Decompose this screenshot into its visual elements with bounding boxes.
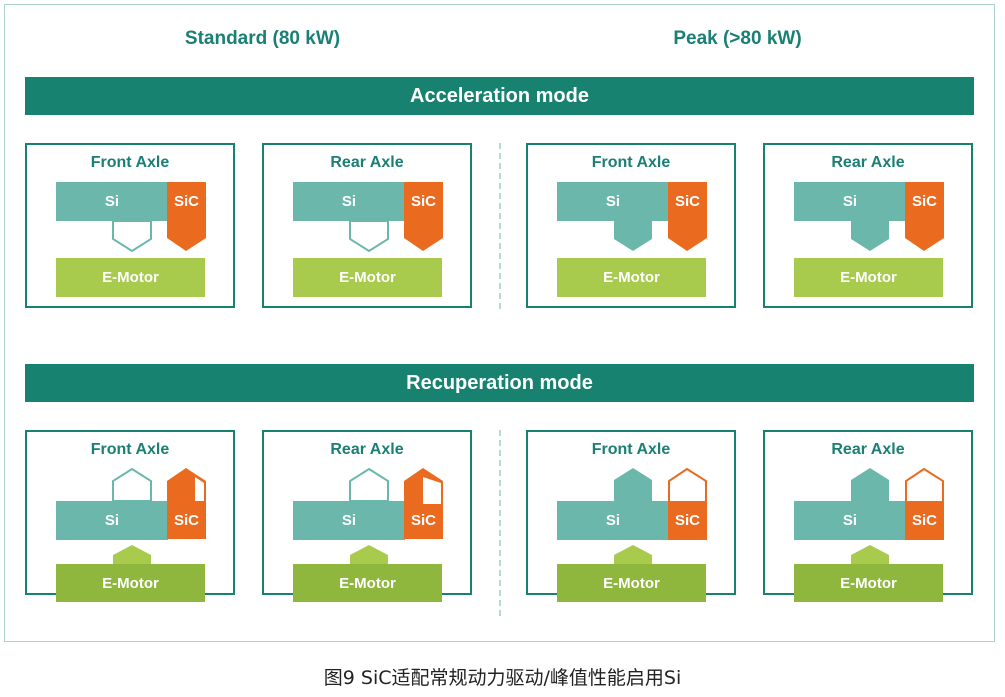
sic-power-icon (167, 468, 206, 539)
axle-label: Rear Axle (831, 441, 905, 458)
peak-header: Peak (>80 kW) (673, 28, 802, 49)
sic-label: SiC (674, 193, 700, 210)
sic-power-icon (404, 182, 443, 251)
si-power-icon (614, 468, 652, 502)
sic-label: SiC (911, 193, 937, 210)
si-block: Si (794, 501, 906, 540)
sic-label: SiC (410, 193, 436, 210)
recuperation-standard-rear-axle-panel: Rear Axle Si SiC E-Motor (262, 430, 472, 602)
acceleration-peak-front-axle-panel: Front Axle Si SiC E-Motor (526, 143, 736, 308)
si-block: Si (293, 182, 405, 221)
axle-label: Front Axle (591, 441, 671, 458)
diagram-frame (4, 4, 995, 642)
acceleration-peak-rear-axle-panel: Rear Axle Si SiC E-Motor (763, 143, 973, 308)
si-block: Si (56, 501, 168, 540)
si-power-icon (851, 221, 889, 251)
figure-caption: 图9 SiC适配常规动力驱动/峰值性能启用Si (323, 667, 682, 689)
axle-label: Front Axle (90, 154, 170, 171)
si-power-icon (614, 221, 652, 251)
e-motor-block: E-Motor (56, 258, 205, 297)
e-motor-block: E-Motor (557, 564, 706, 602)
motor-feed-icon (851, 545, 889, 565)
si-power-outline-icon (349, 220, 389, 253)
si-power-outline-icon (349, 467, 389, 502)
sic-power-outline-icon (668, 467, 707, 540)
recuperation-mode-band: Recuperation mode (25, 364, 974, 402)
e-motor-block: E-Motor (794, 258, 943, 297)
axle-label: Front Axle (90, 441, 170, 458)
axle-label: Rear Axle (330, 441, 404, 458)
acceleration-standard-front-axle-panel: Front Axle Si SiC E-Motor (25, 143, 235, 308)
si-power-icon (851, 468, 889, 502)
e-motor-block: E-Motor (293, 564, 442, 602)
motor-feed-icon (113, 545, 151, 565)
si-power-outline-icon (112, 220, 152, 253)
sic-power-icon (905, 182, 944, 251)
si-power-outline-icon (112, 467, 152, 502)
motor-feed-icon (350, 545, 388, 565)
e-motor-block: E-Motor (293, 258, 442, 297)
e-motor-block: E-Motor (794, 564, 943, 602)
section-divider (499, 430, 501, 616)
sic-power-icon (668, 182, 707, 251)
e-motor-block: E-Motor (56, 564, 205, 602)
axle-label: Front Axle (591, 154, 671, 171)
recuperation-peak-front-axle-panel: Front Axle Si SiC E-Motor (526, 430, 736, 602)
motor-feed-icon (614, 545, 652, 565)
recuperation-standard-front-axle-panel: Front Axle Si SiC E-Motor (25, 430, 235, 602)
axle-label: Rear Axle (831, 154, 905, 171)
axle-label: Rear Axle (330, 154, 404, 171)
sic-label: SiC (173, 512, 199, 529)
acceleration-standard-rear-axle-panel: Rear Axle Si SiC E-Motor (262, 143, 472, 308)
sic-power-icon (167, 182, 206, 251)
sic-label: SiC (674, 512, 700, 529)
acceleration-mode-band: Acceleration mode (25, 77, 974, 115)
sic-power-outline-icon (905, 467, 944, 540)
sic-label: SiC (410, 512, 436, 529)
section-divider (499, 143, 501, 309)
sic-power-icon (404, 468, 443, 539)
sic-label: SiC (911, 512, 937, 529)
si-block: Si (557, 182, 669, 221)
si-block: Si (794, 182, 906, 221)
standard-header: Standard (80 kW) (184, 28, 341, 49)
sic-label: SiC (173, 193, 199, 210)
si-block: Si (557, 501, 669, 540)
si-block: Si (56, 182, 168, 221)
e-motor-block: E-Motor (557, 258, 706, 297)
recuperation-peak-rear-axle-panel: Rear Axle Si SiC E-Motor (763, 430, 973, 602)
si-block: Si (293, 501, 405, 540)
